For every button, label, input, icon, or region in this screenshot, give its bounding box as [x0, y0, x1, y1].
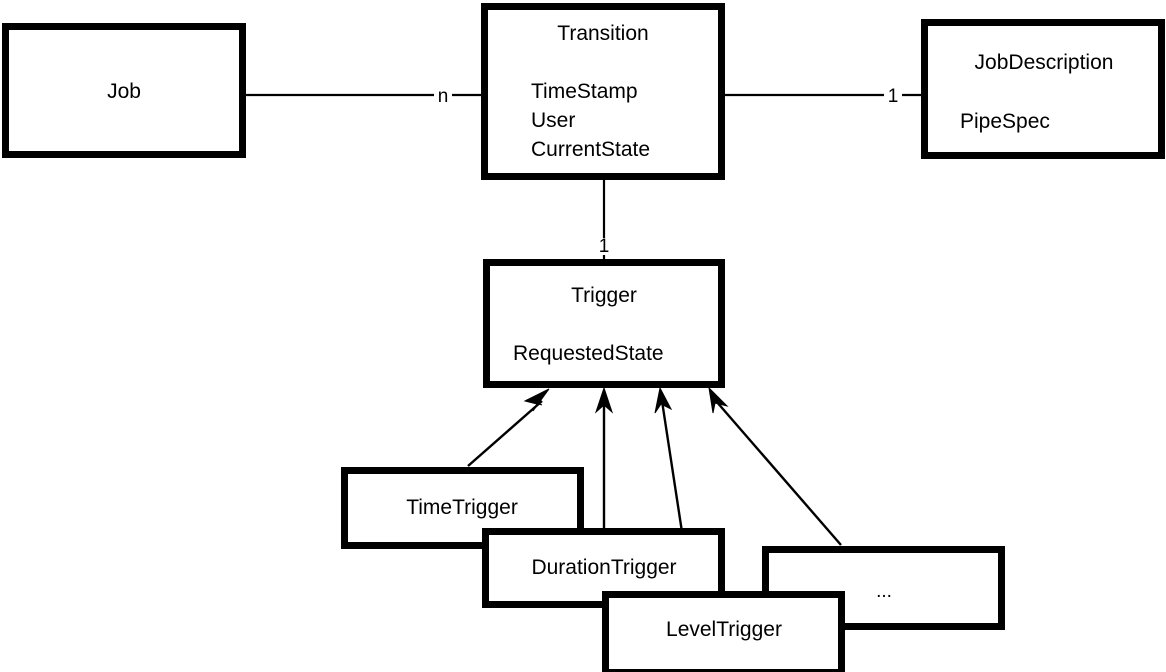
- multiplicity-label-transition-jobdescription: 1: [888, 86, 899, 107]
- class-box-leveltrigger[interactable]: LevelTrigger: [602, 591, 845, 672]
- class-box-moretriggers-rect: [762, 546, 1005, 630]
- class-name-timetrigger: TimeTrigger: [406, 496, 518, 519]
- class-attribute-transition-timestamp: TimeStamp: [531, 80, 638, 103]
- class-box-job-rect: [2, 23, 246, 158]
- class-attribute-trigger-requestedstate: RequestedState: [513, 342, 664, 365]
- generalization-arrowhead-leveltrigger: [654, 386, 673, 414]
- class-box-jobdescription-rect: [921, 19, 1165, 159]
- class-box-moretriggers[interactable]: ...: [762, 546, 1005, 630]
- class-box-transition[interactable]: Transition TimeStamp User CurrentState: [481, 3, 725, 180]
- class-box-job[interactable]: Job: [2, 23, 246, 158]
- generalization-arrowhead-durationtrigger: [594, 386, 614, 414]
- class-name-leveltrigger: LevelTrigger: [666, 618, 782, 641]
- class-name-moretriggers: ...: [876, 581, 892, 602]
- class-name-durationtrigger: DurationTrigger: [531, 556, 676, 579]
- class-name-job: Job: [107, 80, 141, 103]
- multiplicity-label-transition-trigger: 1: [599, 236, 610, 257]
- class-attribute-transition-user: User: [531, 109, 575, 132]
- generalization-arrowhead-moretriggers: [708, 386, 729, 414]
- class-box-jobdescription[interactable]: JobDescription PipeSpec: [921, 19, 1165, 159]
- class-name-transition: Transition: [557, 22, 648, 45]
- class-box-transition-rect: [481, 3, 725, 180]
- generalization-line-moretriggers: [715, 400, 842, 546]
- class-box-trigger-rect: [483, 259, 725, 388]
- generalization-arrowhead-timetrigger-fill: [523, 388, 550, 412]
- class-box-leveltrigger-rect: [602, 591, 845, 672]
- class-box-trigger[interactable]: Trigger RequestedState: [483, 259, 725, 388]
- multiplicity-label-job-transition: n: [438, 86, 449, 107]
- class-name-trigger: Trigger: [571, 284, 637, 307]
- association-lines: [246, 93, 924, 262]
- class-name-jobdescription: JobDescription: [975, 51, 1114, 74]
- class-attribute-jobdescription-pipespec: PipeSpec: [960, 110, 1050, 133]
- multiplicity-labels: n 1 1: [438, 86, 899, 257]
- generalization-line-timetrigger: [467, 400, 543, 467]
- class-attribute-transition-currentstate: CurrentState: [531, 138, 650, 161]
